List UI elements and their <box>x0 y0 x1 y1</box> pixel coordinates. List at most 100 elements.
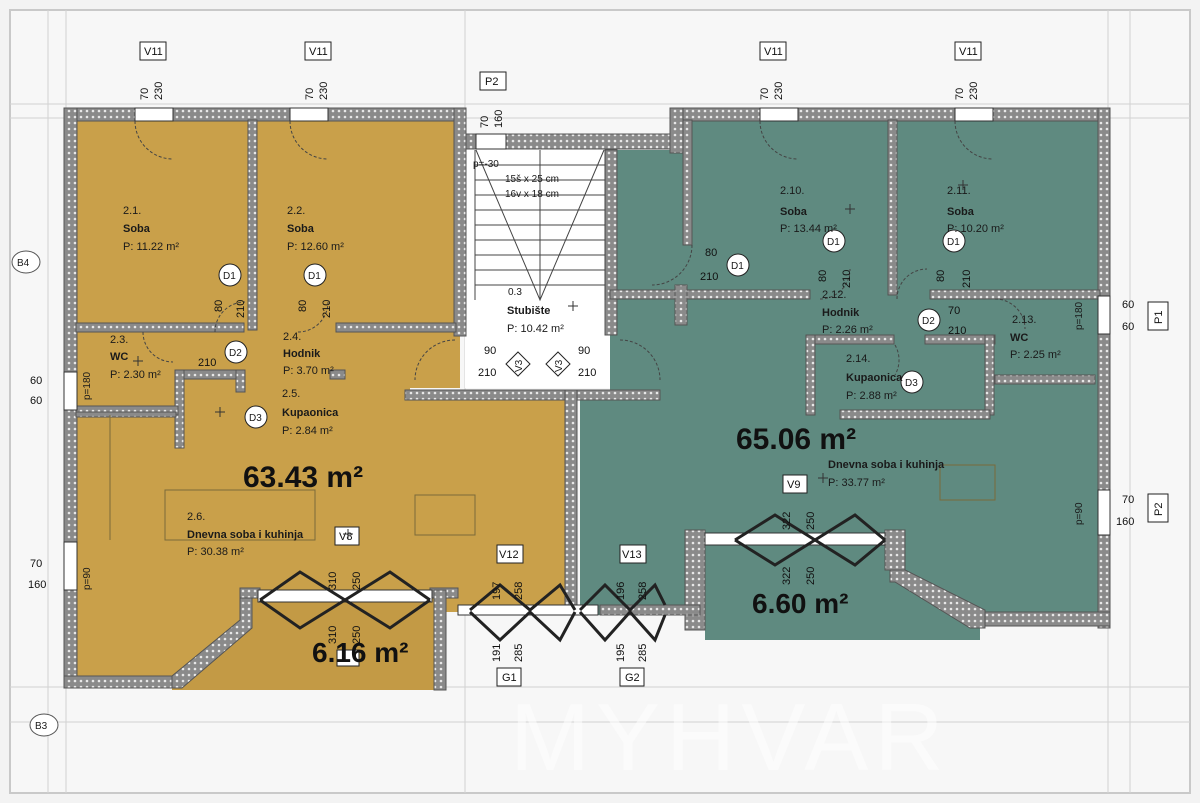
right-balcony-area: 6.60 m² <box>752 588 849 619</box>
room-2-11-label: 2.11. Soba P: 10.20 m² <box>947 185 1004 235</box>
svg-text:2.14.: 2.14. <box>846 353 870 365</box>
tag-v11-1: V11 <box>144 46 163 58</box>
door-markers: D1 D1 D2 D3 D1 D1 D1 D2 D3 <box>218 229 966 429</box>
svg-text:WC: WC <box>110 351 128 363</box>
svg-text:210: 210 <box>841 270 853 288</box>
svg-text:2.3.: 2.3. <box>110 334 128 346</box>
svg-text:322: 322 <box>781 567 793 585</box>
svg-text:70: 70 <box>304 88 316 100</box>
svg-text:P: 3.70 m²: P: 3.70 m² <box>283 365 334 377</box>
axis-marker-b3: B3 <box>29 713 59 737</box>
svg-text:210: 210 <box>700 271 718 283</box>
svg-text:210: 210 <box>578 367 596 379</box>
left-apartment-floor <box>76 120 565 690</box>
svg-text:B4: B4 <box>17 258 30 269</box>
svg-text:Hodnik: Hodnik <box>283 348 321 360</box>
room-2-3-label: 2.3. WC P: 2.30 m² <box>110 334 161 381</box>
svg-text:WC: WC <box>1010 332 1028 344</box>
stair-treads <box>474 149 606 302</box>
center-crosses <box>133 180 968 539</box>
svg-text:D3: D3 <box>249 413 262 424</box>
svg-text:P: 10.42 m²: P: 10.42 m² <box>507 323 564 335</box>
svg-text:B3: B3 <box>35 721 48 732</box>
dim-right-70: 70 <box>1122 494 1134 506</box>
watermark: MYHVAR <box>510 684 950 791</box>
svg-text:80: 80 <box>213 300 225 312</box>
tag-v8: V8 <box>339 531 352 543</box>
svg-text:230: 230 <box>153 82 165 100</box>
svg-text:310: 310 <box>327 572 339 590</box>
stairwell-label: p=-30 15š x 25 cm 16v x 18 cm 0.3 Stubiš… <box>473 159 564 335</box>
svg-text:191: 191 <box>491 644 503 662</box>
svg-text:D1: D1 <box>947 237 960 248</box>
svg-text:P: 2.25 m²: P: 2.25 m² <box>1010 349 1061 361</box>
right-apartment-area: 65.06 m² <box>736 423 856 456</box>
furniture-outlines <box>109 415 996 541</box>
door-dimensions: 80 210 80 210 210 80 210 80 210 80 210 7… <box>198 247 973 369</box>
svg-text:197: 197 <box>491 582 503 600</box>
dim-left-70: 70 <box>30 558 42 570</box>
svg-text:80: 80 <box>817 270 829 282</box>
tag-v9: V9 <box>787 479 800 491</box>
svg-text:2.13.: 2.13. <box>1012 314 1036 326</box>
svg-text:258: 258 <box>637 582 649 600</box>
left-apartment-area: 63.43 m² <box>243 461 363 494</box>
balcony-window-dims: 310 250 310 250 322 250 322 250 197 258 … <box>327 512 817 662</box>
tag-p2-top: P2 <box>485 76 498 88</box>
svg-text:210: 210 <box>478 367 496 379</box>
svg-text:V3: V3 <box>554 359 565 372</box>
svg-text:Dnevna soba i kuhinja: Dnevna soba i kuhinja <box>187 529 304 541</box>
svg-text:Kupaonica: Kupaonica <box>282 407 339 419</box>
svg-text:P: 2.26 m²: P: 2.26 m² <box>822 324 873 336</box>
svg-text:210: 210 <box>961 270 973 288</box>
svg-text:2.1.: 2.1. <box>123 205 141 217</box>
stairwell-floor <box>465 148 610 388</box>
tag-boxes <box>139 41 1169 687</box>
svg-text:210: 210 <box>235 300 247 318</box>
room-2-10-label: 2.10. Soba P: 13.44 m² <box>780 185 837 235</box>
svg-text:250: 250 <box>805 512 817 530</box>
svg-text:2.2.: 2.2. <box>287 205 305 217</box>
tag-g2: G2 <box>625 672 640 684</box>
room-2-14-label: 2.14. Kupaonica P: 2.88 m² <box>846 353 903 402</box>
svg-text:80: 80 <box>297 300 309 312</box>
svg-text:70: 70 <box>479 116 491 128</box>
svg-text:285: 285 <box>637 644 649 662</box>
svg-text:70: 70 <box>948 305 960 317</box>
svg-text:Soba: Soba <box>947 206 975 218</box>
dim-right-160: 160 <box>1116 516 1134 528</box>
tag-v13: V13 <box>622 549 642 561</box>
svg-text:230: 230 <box>968 82 980 100</box>
dim-left-60b: 60 <box>30 395 42 407</box>
svg-text:80: 80 <box>705 247 717 259</box>
svg-text:2.10.: 2.10. <box>780 185 804 197</box>
svg-text:70: 70 <box>139 88 151 100</box>
window-dimensions: 70 230 70 230 70 160 70 230 70 230 <box>139 82 980 128</box>
svg-text:P: 33.77 m²: P: 33.77 m² <box>828 477 885 489</box>
svg-text:250: 250 <box>805 567 817 585</box>
room-2-12-label: 2.12. Hodnik P: 2.26 m² <box>822 289 873 336</box>
room-2-5-label: 2.5. Kupaonica P: 2.84 m² <box>282 388 339 437</box>
door-swings <box>134 120 1026 381</box>
dim-left-60a: 60 <box>30 375 42 387</box>
room-2-1-label: 2.1. Soba P: 11.22 m² <box>123 205 179 253</box>
svg-text:Dnevna soba i kuhinja: Dnevna soba i kuhinja <box>828 459 945 471</box>
svg-text:196: 196 <box>615 582 627 600</box>
stair-door-dims: 90 210 90 210 V3 V3 <box>478 345 596 379</box>
svg-text:Hodnik: Hodnik <box>822 307 860 319</box>
svg-text:195: 195 <box>615 644 627 662</box>
svg-text:285: 285 <box>513 644 525 662</box>
svg-text:D1: D1 <box>308 271 321 282</box>
svg-text:Soba: Soba <box>287 223 315 235</box>
tag-g1: G1 <box>502 672 517 684</box>
svg-text:310: 310 <box>327 626 339 644</box>
svg-text:0.3: 0.3 <box>508 287 522 298</box>
dim-p90-left: p=90 <box>82 567 93 590</box>
svg-text:D2: D2 <box>229 348 242 359</box>
svg-text:322: 322 <box>781 512 793 530</box>
svg-text:70: 70 <box>759 88 771 100</box>
room-2-4-label: 2.4. Hodnik P: 3.70 m² <box>283 331 334 377</box>
svg-text:15š x 25 cm: 15š x 25 cm <box>505 174 559 185</box>
svg-text:2.5.: 2.5. <box>282 388 300 400</box>
dim-p180-left: p=180 <box>82 371 93 400</box>
